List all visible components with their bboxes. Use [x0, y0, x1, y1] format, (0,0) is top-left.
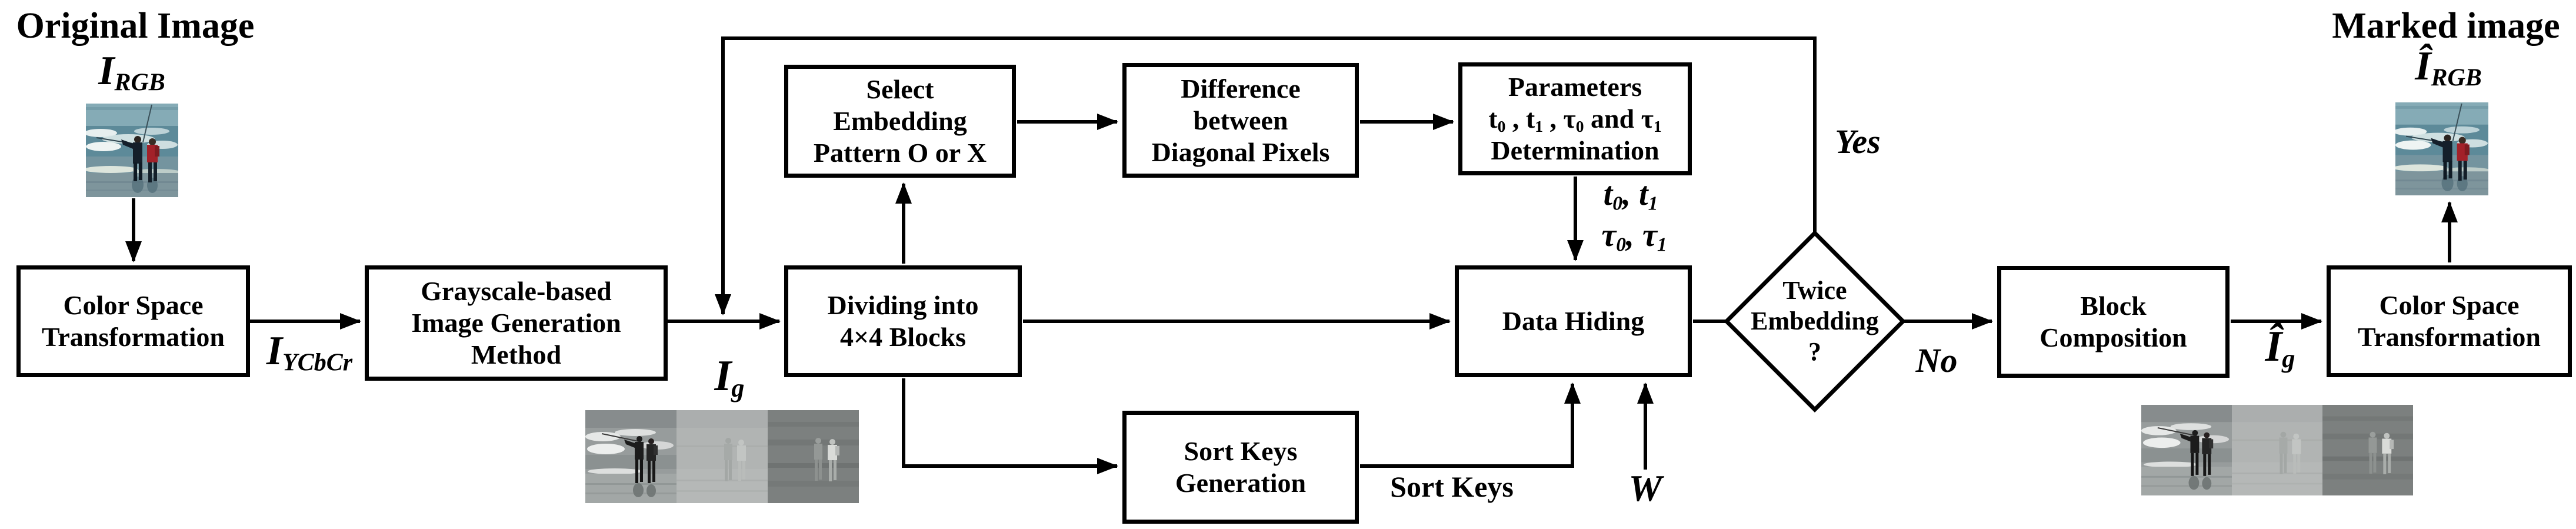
grayscale-strip-ycbcr	[585, 410, 859, 503]
box-select-embedding-pattern: Select Embedding Pattern O or X	[784, 65, 1016, 178]
box-dividing-4x4-blocks: Dividing into 4×4 Blocks	[784, 265, 1022, 377]
label-i-rgb: IRGB	[98, 48, 165, 97]
marked-image-title: Marked image	[2332, 6, 2560, 46]
strip2-panel-cr	[2322, 405, 2413, 495]
label-yes: Yes	[1835, 122, 1881, 161]
box-block-composition: Block Composition	[1997, 266, 2230, 378]
original-beach-photo	[86, 104, 178, 197]
label-t0-t1: t0, t1	[1603, 176, 1658, 215]
original-image-title: Original Image	[16, 6, 255, 46]
strip2-panel-y	[2141, 405, 2232, 495]
box-difference-diagonal-pixels: Difference between Diagonal Pixels	[1122, 63, 1359, 178]
label-i-ycbcr: IYCbCr	[266, 328, 353, 377]
feedback-top-line	[723, 36, 1817, 235]
label-i-hat-g: Îg	[2265, 322, 2295, 374]
decision-twice-embedding: Twice Embedding ?	[1751, 276, 1879, 366]
box-color-space-transformation-1: Color Space Transformation	[16, 265, 250, 377]
arrow-dividing-to-sortkeys	[902, 378, 1118, 474]
label-i-g: Ig	[714, 352, 745, 403]
label-no: No	[1915, 341, 1958, 380]
label-watermark-w: W	[1628, 467, 1662, 509]
box-grayscale-image-generation: Grayscale-based Image Generation Method	[365, 265, 668, 381]
strip1-panel-cb	[677, 410, 768, 503]
box-color-space-transformation-2: Color Space Transformation	[2327, 265, 2572, 377]
label-i-hat-rgb: ÎRGB	[2415, 44, 2482, 92]
box-parameters-determination: Parameters t0 , t1 , τ0 and τ1 Determina…	[1458, 62, 1692, 175]
label-sort-keys: Sort Keys	[1390, 470, 1514, 503]
marked-beach-photo	[2395, 102, 2488, 195]
strip1-panel-y	[585, 410, 677, 503]
decision-diamond-shape	[1724, 230, 1906, 412]
box-data-hiding: Data Hiding	[1455, 265, 1692, 377]
label-tau0-tau1: τ0, τ1	[1601, 217, 1667, 256]
arrow-sortkeys-to-datahiding	[1360, 382, 1581, 468]
strip2-panel-cb	[2232, 405, 2322, 495]
box-sort-keys-generation: Sort Keys Generation	[1122, 411, 1359, 524]
grayscale-strip-marked	[2141, 405, 2413, 495]
strip1-panel-cr	[768, 410, 859, 503]
